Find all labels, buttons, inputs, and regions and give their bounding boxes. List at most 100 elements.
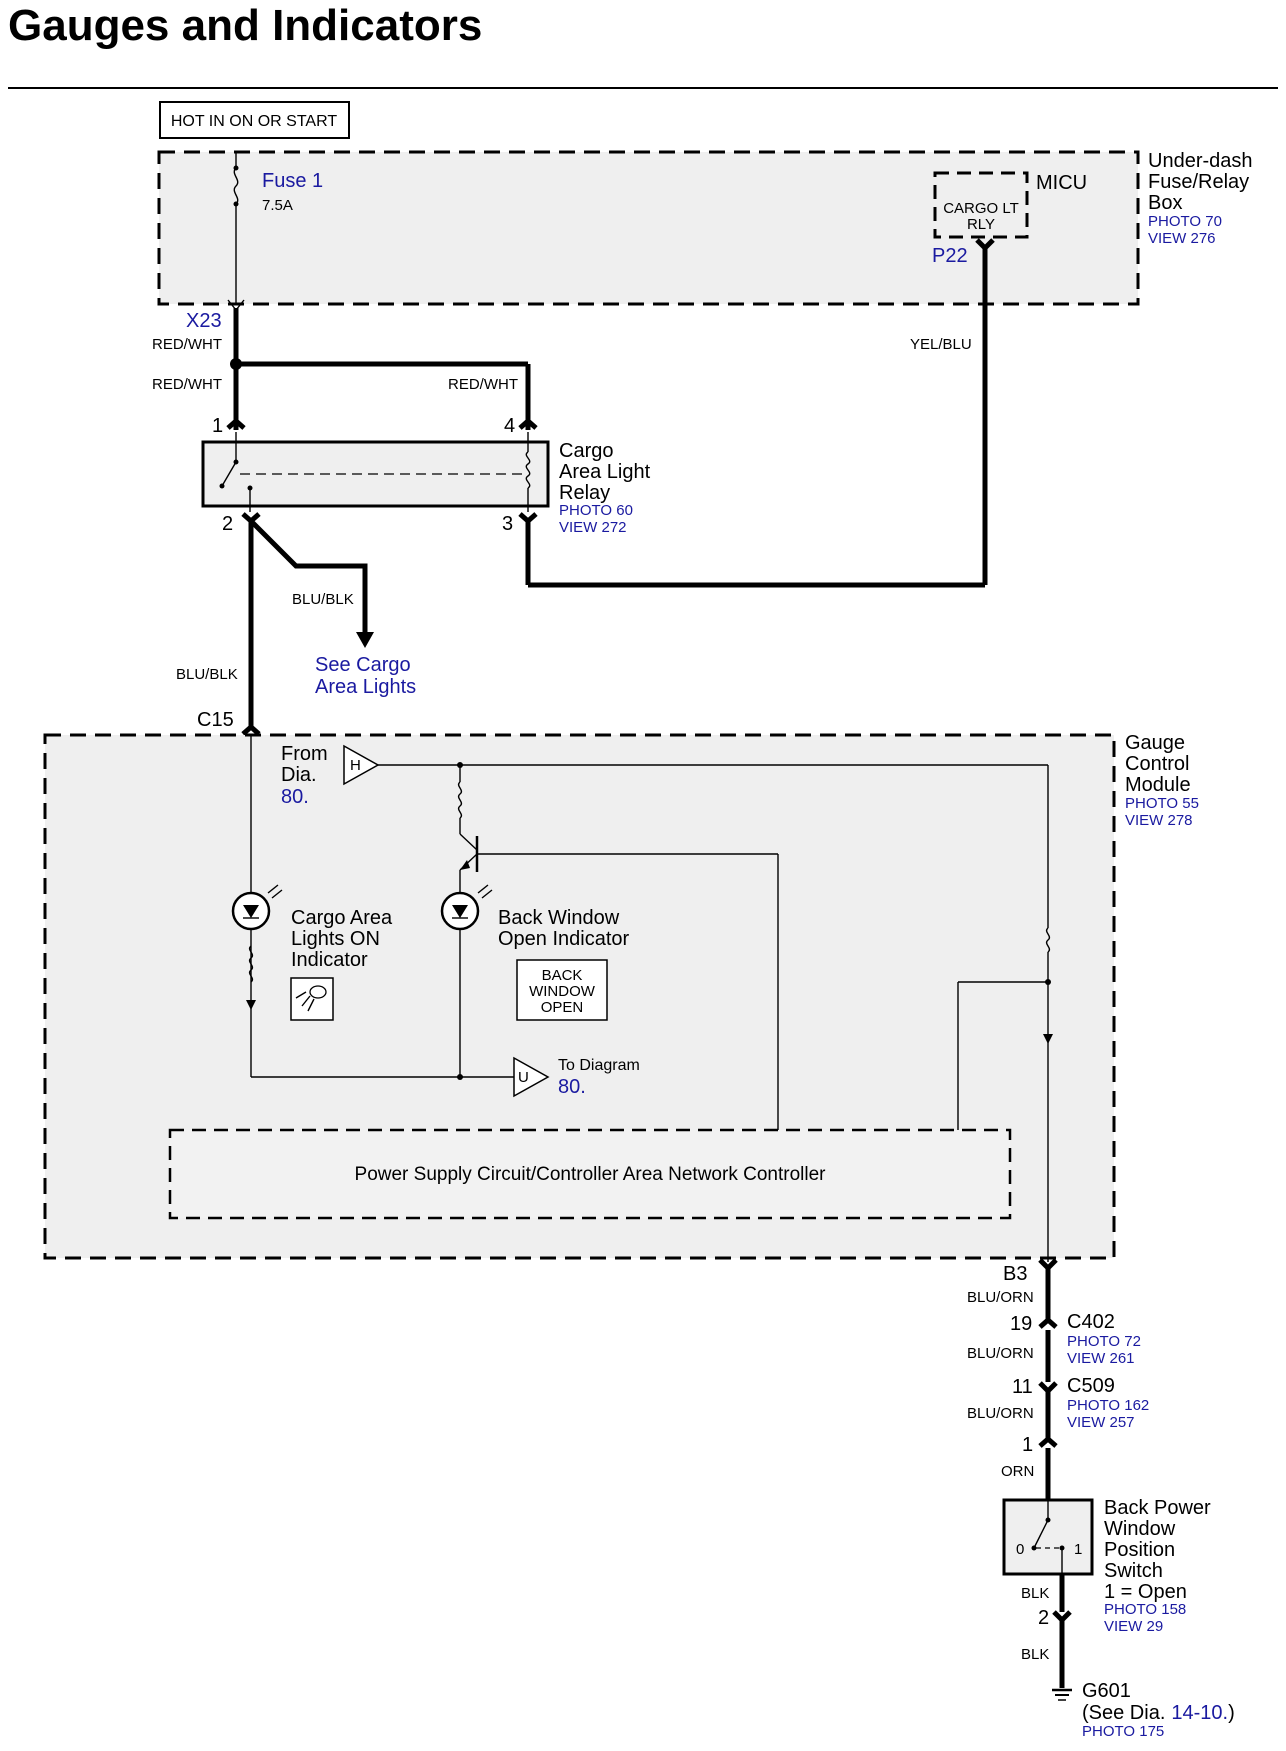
connector-c509: C509: [1067, 1375, 1115, 1397]
fuse-box-view: VIEW 276: [1148, 230, 1216, 247]
relay-pin-2: 2: [222, 513, 233, 535]
back-power-window-position-switch: 0 1 Back Power Window Position Switch 1 …: [1002, 1497, 1211, 1635]
fuse-rating: 7.5A: [262, 197, 293, 214]
splice-point: [230, 358, 242, 370]
connector-c402: C402: [1067, 1311, 1115, 1333]
page-title: Gauges and Indicators: [8, 1, 482, 50]
c402-pin: 19: [1010, 1313, 1032, 1335]
relay-photo: PHOTO 60: [559, 502, 633, 519]
wire-label-blu-blk-1: BLU/BLK: [292, 591, 354, 608]
cargo-lt-rly-line2: RLY: [967, 216, 995, 233]
fuse-box-name-line3: Box: [1148, 192, 1182, 214]
see-cargo-line1: See Cargo: [315, 654, 411, 676]
back-indicator-line2: Open Indicator: [498, 928, 630, 950]
ground-see-dia: (See Dia.14-10.): [1082, 1702, 1235, 1724]
switch-photo: PHOTO 158: [1104, 1601, 1186, 1618]
back-window-open-box: [516, 959, 608, 1021]
from-dia-number: 80.: [281, 786, 309, 808]
see-cargo-arrow: [356, 632, 374, 648]
c402-photo: PHOTO 72: [1067, 1333, 1141, 1350]
relay-pin-4: 4: [504, 415, 515, 437]
fuse-relay-box: Fuse 1 7.5A MICU CARGO LT RLY P22 Under-…: [157, 150, 1253, 306]
relay-pin-3: 3: [502, 513, 513, 535]
c402-view: VIEW 261: [1067, 1350, 1135, 1367]
switch-pos-0: 0: [1016, 1541, 1024, 1558]
wire-label-blu-orn-2: BLU/ORN: [967, 1345, 1034, 1362]
wire-blk: [1052, 1574, 1072, 1701]
switch-name-line4: Switch: [1104, 1560, 1163, 1582]
wire-label-red-wht-1: RED/WHT: [152, 336, 222, 353]
gauge-name-line1: Gauge: [1125, 732, 1185, 754]
wire-label-yel-blu: YEL/BLU: [910, 336, 972, 353]
power-source-box: HOT IN ON OR START: [159, 101, 350, 139]
wire-label-blk-1: BLK: [1021, 1585, 1049, 1602]
gauge-name-line3: Module: [1125, 774, 1191, 796]
cargo-lt-rly-box: [933, 171, 1029, 239]
wire-label-blu-orn-3: BLU/ORN: [967, 1405, 1034, 1422]
connector-c15: C15: [197, 709, 234, 731]
back-box-line2: WINDOW: [529, 983, 596, 1000]
switch-pos-1: 1: [1074, 1541, 1082, 1558]
switch-view: VIEW 29: [1104, 1618, 1163, 1635]
relay-view: VIEW 272: [559, 519, 627, 536]
cargo-area-light-relay: 1 4 2 3 Cargo Area Light Relay PHOTO 60 …: [201, 415, 651, 536]
wire-label-blu-orn-1: BLU/ORN: [967, 1289, 1034, 1306]
relay-name-line2: Area Light: [559, 461, 651, 483]
relay-name-line3: Relay: [559, 482, 610, 504]
wire-label-orn: ORN: [1001, 1463, 1034, 1480]
gauge-photo: PHOTO 55: [1125, 795, 1199, 812]
cargo-light-icon: [290, 977, 334, 1021]
power-source-label: HOT IN ON OR START: [171, 113, 337, 130]
micu-label: MICU: [1036, 172, 1087, 194]
from-dia-line1: From: [281, 743, 328, 765]
ground-photo: PHOTO 175: [1082, 1723, 1164, 1740]
relay-name-line1: Cargo: [559, 440, 613, 462]
cargo-indicator-line1: Cargo Area: [291, 907, 393, 929]
switch-pin-1: 1: [1022, 1434, 1033, 1456]
relay-pin-1: 1: [212, 415, 223, 437]
controller-label: Power Supply Circuit/Controller Area Net…: [355, 1164, 827, 1185]
gauge-name-line2: Control: [1125, 753, 1189, 775]
connector-x23: X23: [186, 310, 222, 332]
fuse-name: Fuse 1: [262, 170, 323, 192]
wire-label-red-wht-2: RED/WHT: [152, 376, 222, 393]
wire-label-red-wht-3: RED/WHT: [448, 376, 518, 393]
switch-name-line2: Window: [1104, 1518, 1176, 1540]
c509-pin: 11: [1012, 1376, 1033, 1398]
switch-name-line1: Back Power: [1104, 1497, 1211, 1519]
switch-name-line3: Position: [1104, 1539, 1175, 1561]
ground-g601: G601: [1082, 1680, 1131, 1702]
wire-label-blk-2: BLK: [1021, 1646, 1049, 1663]
gauge-control-module: Cargo Area Lights ON Indicator H From Di…: [43, 732, 1199, 1262]
wire-yel-blu: [518, 238, 995, 588]
wire-blu-orn: [1038, 1258, 1058, 1500]
c509-photo: PHOTO 162: [1067, 1397, 1149, 1414]
cargo-indicator-line3: Indicator: [291, 949, 368, 971]
h-label: H: [350, 757, 361, 774]
back-indicator-line1: Back Window: [498, 907, 620, 929]
switch-name-line5: 1 = Open: [1104, 1581, 1187, 1603]
see-cargo-line2: Area Lights: [315, 676, 416, 698]
power-supply-can-controller: [168, 1128, 1012, 1220]
from-dia-line2: Dia.: [281, 764, 317, 786]
switch-pin-2: 2: [1038, 1607, 1049, 1629]
to-diagram-number: 80.: [558, 1076, 586, 1098]
fuse-symbol: [233, 167, 239, 205]
back-box-line3: OPEN: [541, 999, 584, 1016]
fuse-box-name-line1: Under-dash: [1148, 150, 1253, 172]
connector-b3: B3: [1003, 1263, 1027, 1285]
from-dia-connector-h: [343, 744, 380, 786]
cargo-indicator-line2: Lights ON: [291, 928, 380, 950]
wire-blu-blk: [241, 512, 374, 736]
wire-label-blu-blk-2: BLU/BLK: [176, 666, 238, 683]
fuse-box-photo: PHOTO 70: [1148, 213, 1222, 230]
u-label: U: [518, 1069, 529, 1086]
gauge-view: VIEW 278: [1125, 812, 1193, 829]
fuse-box-name-line2: Fuse/Relay: [1148, 171, 1249, 193]
wire-red-wht: [226, 299, 538, 430]
to-diagram-label: To Diagram: [558, 1057, 640, 1074]
cargo-lt-rly-line1: CARGO LT: [943, 200, 1019, 217]
back-box-line1: BACK: [542, 967, 583, 984]
c509-view: VIEW 257: [1067, 1414, 1135, 1431]
